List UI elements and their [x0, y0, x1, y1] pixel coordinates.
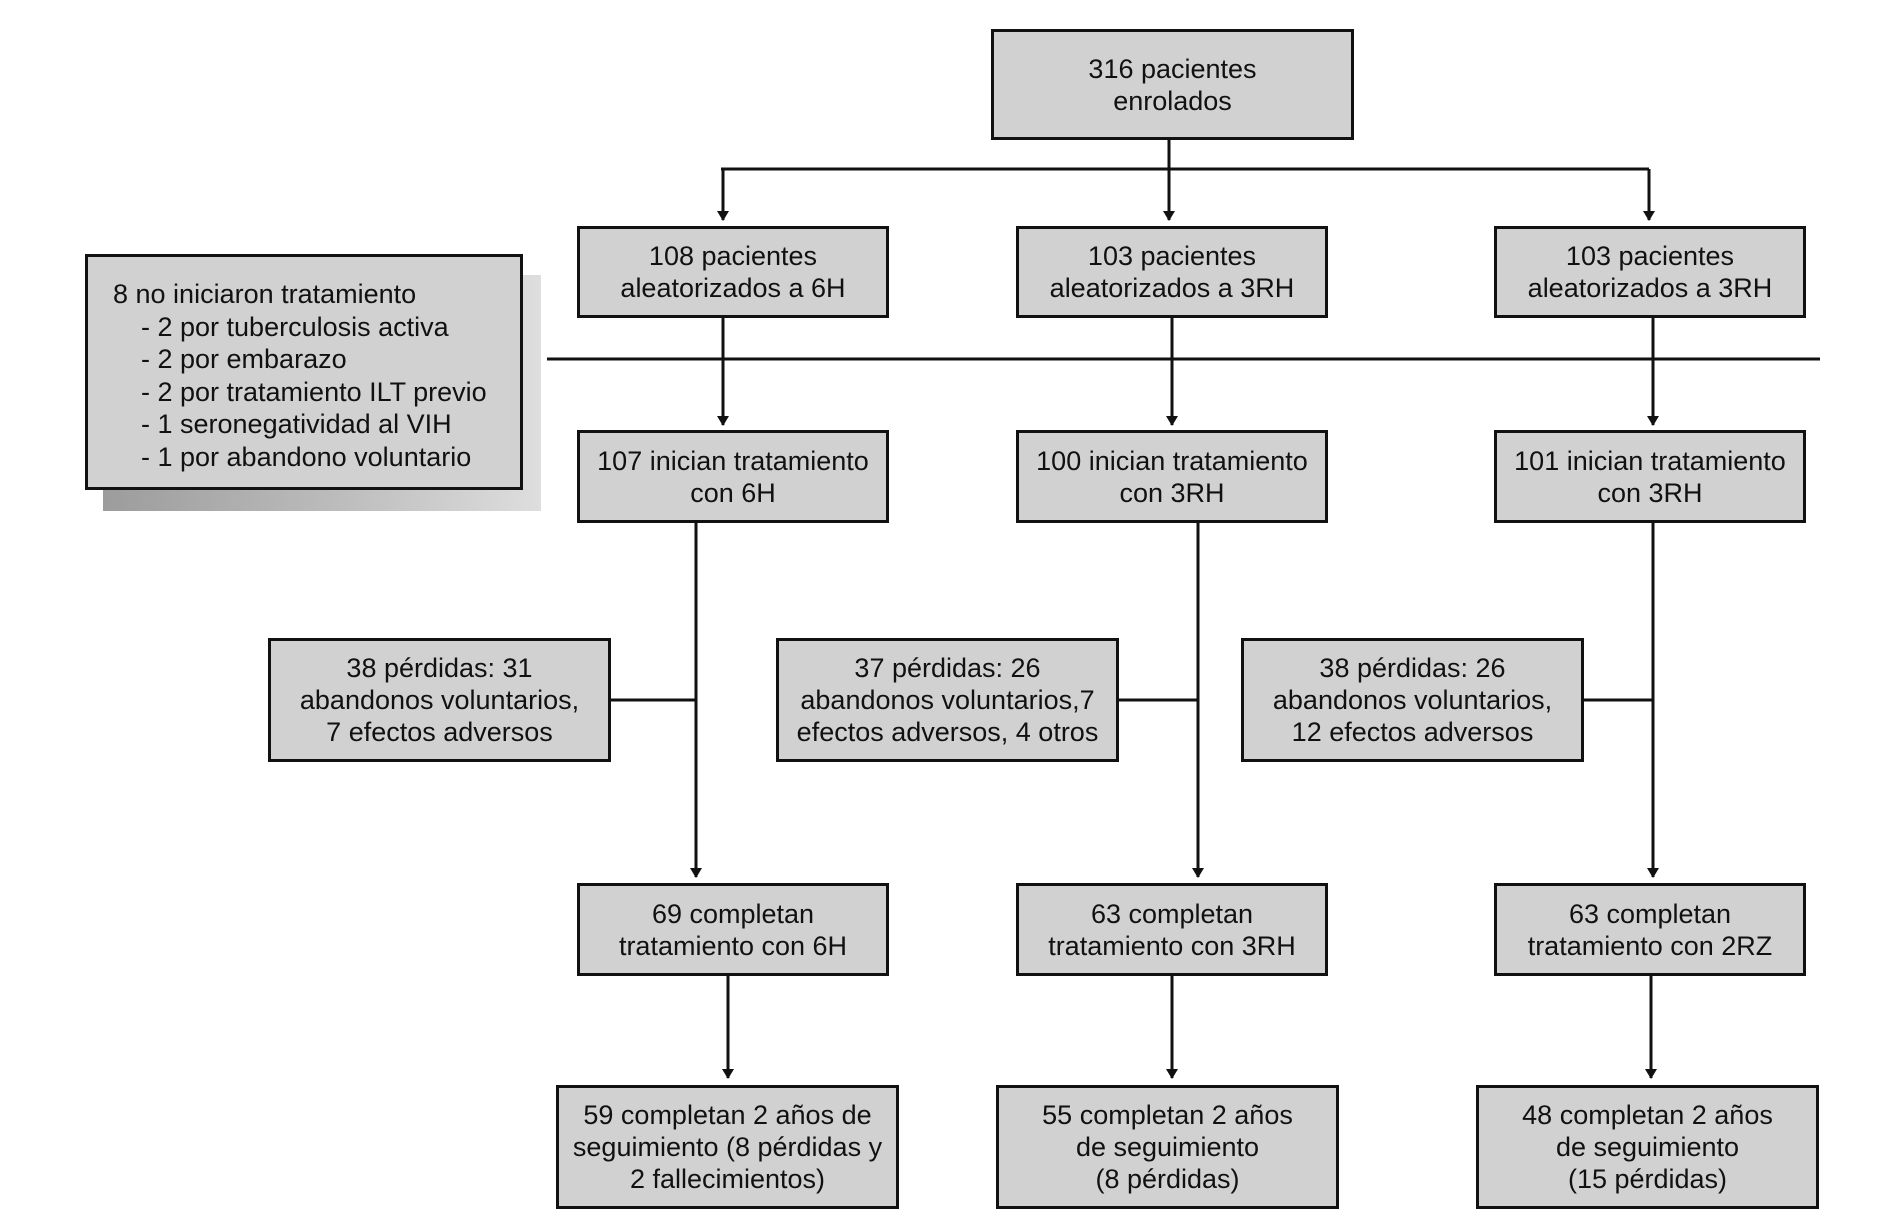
arm2-losses-line: abandonos voluntarios,7 — [800, 685, 1095, 715]
arm2-started-box: 100 inician tratamiento con 3RH — [1016, 430, 1328, 523]
exclusion-item: - 1 seronegatividad al VIH — [141, 409, 452, 439]
arm2-completed-box: 63 completan tratamiento con 3RH — [1016, 883, 1328, 976]
arm1-completed-box: 69 completan tratamiento con 6H — [577, 883, 889, 976]
arm1-followup-line: 59 completan 2 años de — [583, 1100, 872, 1130]
arm3-started-line: 101 inician tratamiento — [1514, 445, 1786, 476]
exclusion-item: - 1 por abandono voluntario — [141, 441, 472, 472]
arm1-followup-line: seguimiento (8 pérdidas y — [572, 1132, 883, 1162]
arm2-followup-line: (8 pérdidas) — [1095, 1164, 1240, 1194]
arm1-losses-box: 38 pérdidas: 31 abandonos voluntarios, 7… — [268, 638, 611, 762]
arm3-followup-line: de seguimiento — [1555, 1132, 1740, 1162]
exclusions-title: 8 no iniciaron tratamiento — [113, 279, 417, 309]
arm1-completed-line: 69 completan — [651, 898, 815, 929]
arm2-followup-line: 55 completan 2 años — [1042, 1100, 1293, 1130]
arm1-losses-line: 7 efectos adversos — [326, 717, 553, 747]
arm3-randomized-line: 103 pacientes — [1565, 241, 1735, 271]
arm2-completed-line: tratamiento con 3RH — [1048, 930, 1296, 961]
arm2-losses-line: efectos adversos, 4 otros — [796, 717, 1099, 747]
arm1-losses-line: 38 pérdidas: 31 — [346, 653, 533, 683]
arm1-randomized-line: aleatorizados a 6H — [620, 273, 846, 303]
arm1-started-line: con 6H — [690, 477, 776, 508]
arm3-followup-box: 48 completan 2 años de seguimiento (15 p… — [1476, 1085, 1819, 1209]
enrolled-box: 316 pacientes enrolados — [991, 29, 1354, 140]
arm1-completed-line: tratamiento con 6H — [618, 930, 848, 961]
exclusion-item: - 2 por tratamiento ILT previo — [141, 376, 487, 407]
arm3-started-box: 101 inician tratamiento con 3RH — [1494, 430, 1806, 523]
arm2-followup-box: 55 completan 2 años de seguimiento (8 pé… — [996, 1085, 1339, 1209]
arm3-losses-box: 38 pérdidas: 26 abandonos voluntarios, 1… — [1241, 638, 1584, 762]
arm1-followup-line: 2 fallecimientos) — [629, 1164, 826, 1194]
arm2-started-line: con 3RH — [1119, 477, 1225, 508]
exclusion-item: - 2 por embarazo — [141, 344, 347, 374]
arm1-randomized-line: 108 pacientes — [648, 241, 818, 271]
arm3-followup-line: (15 pérdidas) — [1567, 1164, 1728, 1194]
arm2-randomized-line: aleatorizados a 3RH — [1049, 273, 1295, 303]
arm3-losses-line: abandonos voluntarios, — [1272, 685, 1553, 715]
exclusion-item: - 2 por tuberculosis activa — [141, 311, 449, 342]
enrolled-line: enrolados — [1113, 85, 1232, 116]
arm3-completed-line: 63 completan — [1568, 898, 1732, 929]
exclusions-box: 8 no iniciaron tratamiento - 2 por tuber… — [85, 254, 523, 490]
arm3-started-line: con 3RH — [1597, 477, 1703, 508]
arm3-completed-line: tratamiento con 2RZ — [1527, 930, 1773, 961]
arm2-losses-box: 37 pérdidas: 26 abandonos voluntarios,7 … — [776, 638, 1119, 762]
arm3-followup-line: 48 completan 2 años — [1522, 1100, 1773, 1130]
enrolled-line: 316 pacientes — [1088, 53, 1257, 84]
arm2-randomized-box: 103 pacientes aleatorizados a 3RH — [1016, 226, 1328, 318]
arm2-followup-line: de seguimiento — [1075, 1132, 1260, 1162]
arm1-started-box: 107 inician tratamiento con 6H — [577, 430, 889, 523]
arm2-started-line: 100 inician tratamiento — [1036, 445, 1308, 476]
arm3-randomized-line: aleatorizados a 3RH — [1527, 273, 1773, 303]
arm1-followup-box: 59 completan 2 años de seguimiento (8 pé… — [556, 1085, 899, 1209]
arm1-started-line: 107 inician tratamiento — [597, 445, 869, 476]
arm1-losses-line: abandonos voluntarios, — [299, 685, 580, 715]
arm3-randomized-box: 103 pacientes aleatorizados a 3RH — [1494, 226, 1806, 318]
arm1-randomized-box: 108 pacientes aleatorizados a 6H — [577, 226, 889, 318]
arm2-losses-line: 37 pérdidas: 26 — [854, 653, 1041, 683]
arm2-completed-line: 63 completan — [1090, 898, 1254, 929]
arm3-losses-line: 38 pérdidas: 26 — [1319, 653, 1506, 683]
arm3-losses-line: 12 efectos adversos — [1291, 717, 1534, 747]
arm2-randomized-line: 103 pacientes — [1087, 241, 1257, 271]
arm3-completed-box: 63 completan tratamiento con 2RZ — [1494, 883, 1806, 976]
